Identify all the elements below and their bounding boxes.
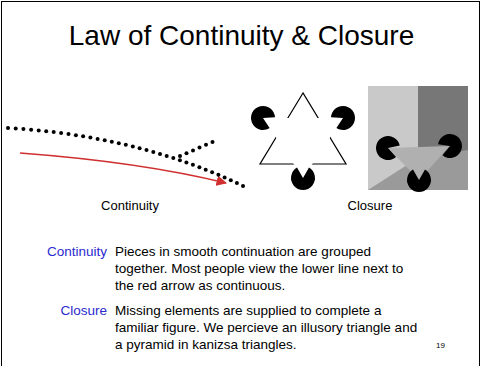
definition: Pieces in smooth continuation are groupe… — [115, 243, 425, 294]
dot — [204, 168, 208, 172]
dot — [235, 181, 239, 185]
dot — [184, 161, 188, 165]
dot — [151, 150, 155, 154]
pacman — [407, 170, 431, 192]
dot — [145, 148, 149, 152]
dot — [191, 163, 195, 167]
dot — [6, 126, 10, 130]
dot — [74, 133, 78, 137]
illusory-pyramid — [388, 146, 450, 180]
gray-square — [368, 86, 468, 190]
pacmen — [251, 106, 355, 190]
pacman — [376, 136, 400, 160]
figure-caption: Continuity — [80, 198, 180, 213]
definition: Missing elements are supplied to complet… — [115, 302, 425, 353]
dot-lines — [6, 126, 245, 188]
illusory-triangle — [263, 118, 343, 178]
dot — [211, 140, 215, 144]
dot — [158, 152, 162, 156]
pacman — [291, 168, 315, 190]
dot — [216, 173, 220, 177]
pacman — [331, 106, 355, 130]
dot — [197, 165, 201, 169]
dot — [44, 129, 48, 133]
term: Continuity — [0, 243, 107, 260]
dot — [131, 145, 135, 149]
dot — [229, 178, 233, 182]
dot — [241, 184, 245, 188]
dot — [14, 127, 18, 131]
slide-title: Law of Continuity & Closure — [0, 20, 483, 52]
dot — [88, 136, 92, 140]
pacmen — [376, 134, 462, 192]
dot — [29, 128, 33, 132]
dot — [223, 176, 227, 180]
dot — [67, 132, 71, 136]
dot — [21, 127, 25, 131]
dot — [178, 158, 182, 162]
dot — [191, 148, 195, 152]
dot — [103, 138, 107, 142]
red-arrow — [20, 153, 226, 183]
dot — [198, 146, 202, 150]
dot — [96, 137, 100, 141]
dot — [178, 154, 182, 158]
pacman — [438, 134, 462, 158]
dot — [110, 140, 114, 144]
figure-caption: Closure — [320, 198, 420, 213]
term: Closure — [0, 302, 107, 319]
dot — [117, 141, 121, 145]
pacman — [251, 106, 275, 130]
dot — [59, 131, 63, 135]
dot — [185, 151, 189, 155]
dot — [204, 143, 208, 147]
dot — [52, 130, 56, 134]
dot — [138, 146, 142, 150]
dot — [124, 143, 128, 147]
dot — [37, 129, 41, 133]
page-number: 19 — [436, 341, 445, 350]
dot — [210, 170, 214, 174]
dot — [171, 156, 175, 160]
dot — [81, 134, 85, 138]
dot — [165, 154, 169, 158]
